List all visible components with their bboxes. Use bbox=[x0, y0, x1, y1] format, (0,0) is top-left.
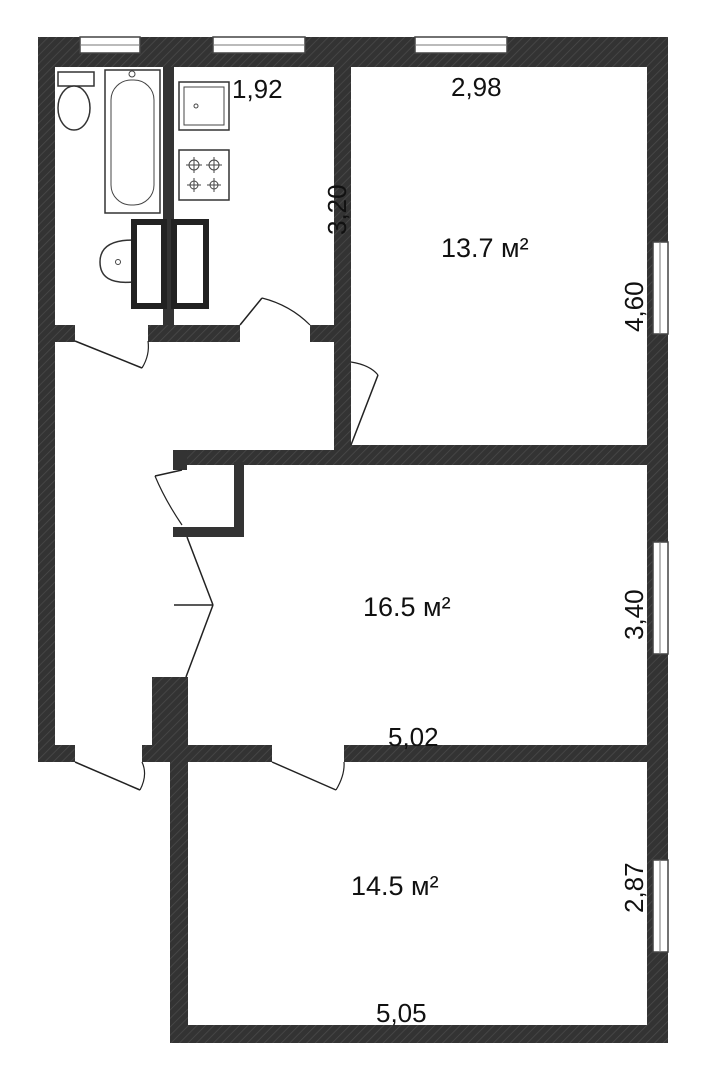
room3-length-label: 2,87 bbox=[619, 862, 649, 913]
room2-bottom-wall-a bbox=[142, 745, 272, 762]
door-kitchen bbox=[239, 297, 311, 326]
kitchen-length-label: 3,20 bbox=[322, 184, 352, 235]
door-room2 bbox=[174, 536, 214, 678]
door-entrance bbox=[74, 761, 146, 791]
room1-bottom-wall bbox=[334, 445, 668, 465]
door-room3 bbox=[271, 761, 345, 791]
bath-kitchen-wall bbox=[163, 67, 174, 325]
doors bbox=[74, 297, 379, 791]
stove-icon bbox=[178, 149, 230, 201]
room3-width-label: 5,05 bbox=[376, 998, 427, 1028]
room3-area-label: 14.5 м² bbox=[351, 871, 439, 901]
hall-bottom-wall-left bbox=[38, 745, 75, 762]
bottom-wall bbox=[170, 1025, 668, 1043]
room1-width-label: 2,98 bbox=[451, 72, 502, 102]
toilet-icon bbox=[57, 71, 95, 131]
door-room1 bbox=[350, 361, 379, 446]
door-closet bbox=[154, 469, 183, 526]
area-labels: 13.7 м² 16.5 м² 14.5 м² bbox=[351, 233, 529, 901]
ventilation-ducts bbox=[131, 219, 209, 309]
top-wall bbox=[38, 37, 668, 67]
closet-wall-bottom bbox=[173, 527, 244, 537]
room2-top-wall-left bbox=[173, 450, 338, 465]
interior-walls bbox=[55, 67, 668, 762]
kitchen-sink-icon bbox=[178, 81, 230, 131]
dimension-labels: 1,92 3,20 2,98 4,60 3,40 5,02 2,87 5,05 bbox=[232, 72, 649, 1028]
closet-left-stub bbox=[173, 450, 187, 470]
door-bathroom bbox=[74, 340, 149, 369]
kitchen-room1-wall bbox=[334, 67, 351, 445]
room3-left-wall bbox=[170, 748, 188, 1043]
window-room1 bbox=[414, 36, 508, 54]
room1-length-label: 4,60 bbox=[619, 281, 649, 332]
window-room3-side bbox=[652, 859, 669, 953]
room1-area-label: 13.7 м² bbox=[441, 233, 529, 263]
closet-wall-right bbox=[234, 462, 244, 537]
left-wall bbox=[38, 37, 55, 762]
bath-bottom-wall-mid bbox=[148, 325, 240, 342]
window-kitchen bbox=[212, 36, 306, 54]
room2-width-label: 5,02 bbox=[388, 722, 439, 752]
kitchen-fixtures bbox=[178, 81, 230, 201]
window-bathroom bbox=[79, 36, 141, 54]
bathtub-icon bbox=[104, 69, 161, 214]
sink-icon bbox=[99, 239, 134, 284]
bath-bottom-wall bbox=[55, 325, 75, 342]
window-room2-side bbox=[652, 541, 669, 655]
kitchen-width-label: 1,92 bbox=[232, 74, 283, 104]
room2-length-label: 3,40 bbox=[619, 589, 649, 640]
kitchen-bottom-wall bbox=[310, 325, 351, 342]
window-room1-side bbox=[652, 241, 669, 335]
room2-area-label: 16.5 м² bbox=[363, 592, 451, 622]
windows bbox=[79, 36, 669, 953]
bathroom-fixtures bbox=[57, 69, 209, 309]
room2-bottom-wall-b bbox=[344, 745, 668, 762]
